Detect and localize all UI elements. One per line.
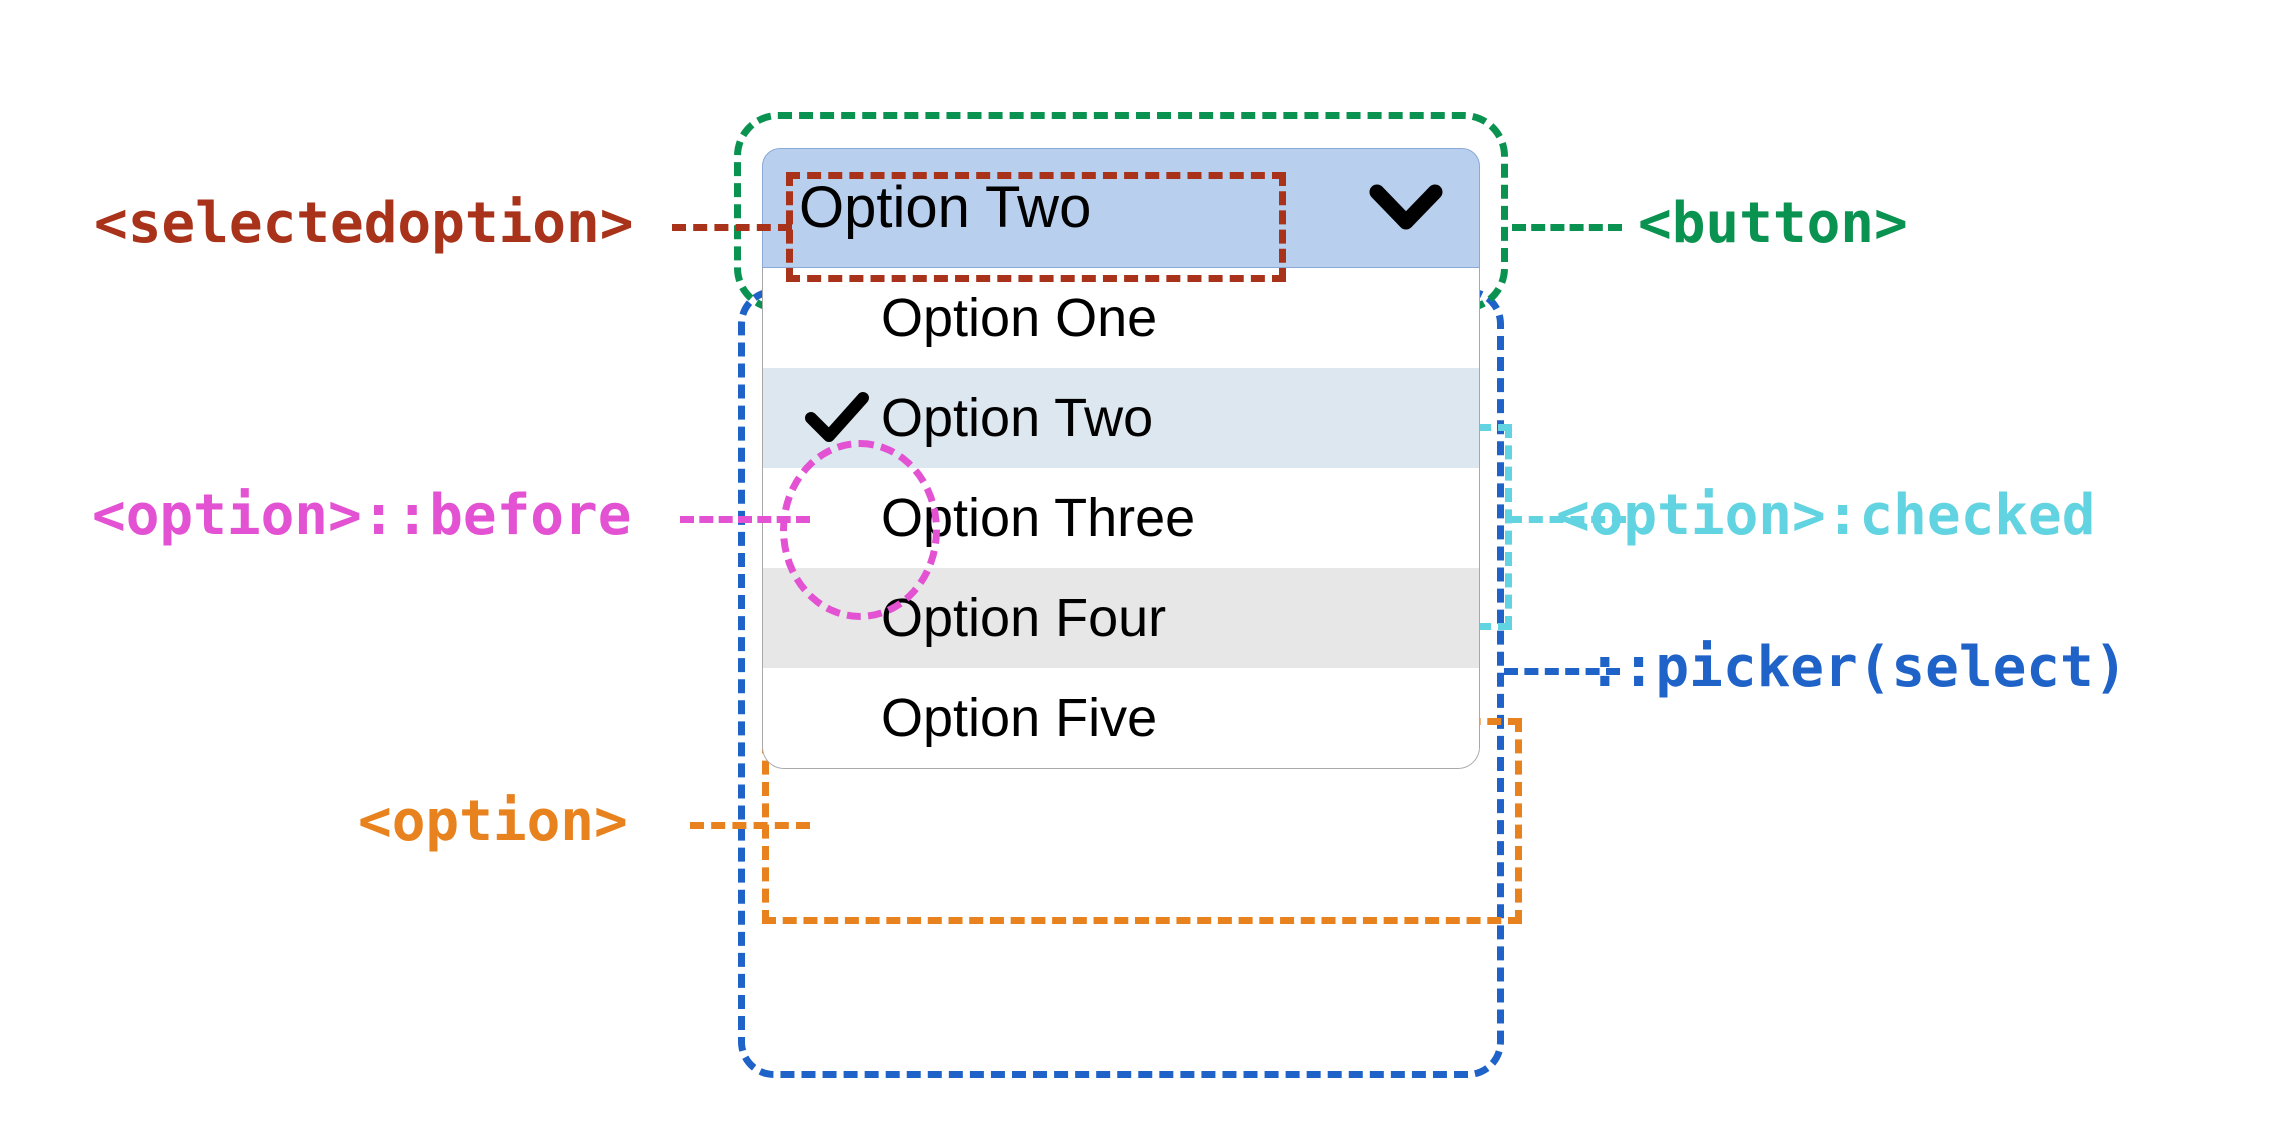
option-label: Option Five xyxy=(881,688,1158,748)
connector-button xyxy=(1512,224,1622,231)
annotation-label-selectedoption: <selectedoption> xyxy=(94,191,634,256)
check-mark-icon xyxy=(805,386,869,450)
annotation-label-option-checked: <option>:checked xyxy=(1556,483,2096,548)
picker-listbox[interactable]: Option One Option Two Option Three Optio… xyxy=(762,268,1480,769)
list-item-hovered[interactable]: Option Four xyxy=(763,568,1479,668)
list-item[interactable]: Option Three xyxy=(763,468,1479,568)
connector-option-checked xyxy=(1508,516,1626,523)
annotation-label-button: <button> xyxy=(1638,191,1908,256)
connector-option-before xyxy=(680,516,810,523)
annotation-label-picker-select: ::picker(select) xyxy=(1588,635,2128,700)
annotation-label-option: <option> xyxy=(358,789,628,854)
selectedoption-text: Option Two xyxy=(799,175,1092,240)
select-button[interactable]: Option Two xyxy=(762,148,1480,268)
option-label: Option Four xyxy=(881,588,1167,648)
option-label: Option Three xyxy=(881,488,1196,548)
connector-picker-select xyxy=(1504,668,1620,675)
option-label: Option Two xyxy=(881,388,1154,448)
option-label: Option One xyxy=(881,288,1158,348)
annotation-label-option-before: <option>::before xyxy=(92,483,632,548)
connector-selectedoption xyxy=(672,224,792,231)
list-item[interactable]: Option Five xyxy=(763,668,1479,768)
connector-option xyxy=(690,822,810,829)
chevron-down-icon xyxy=(1361,182,1451,234)
list-item[interactable]: Option One xyxy=(763,268,1479,368)
list-item-checked[interactable]: Option Two xyxy=(763,368,1479,468)
